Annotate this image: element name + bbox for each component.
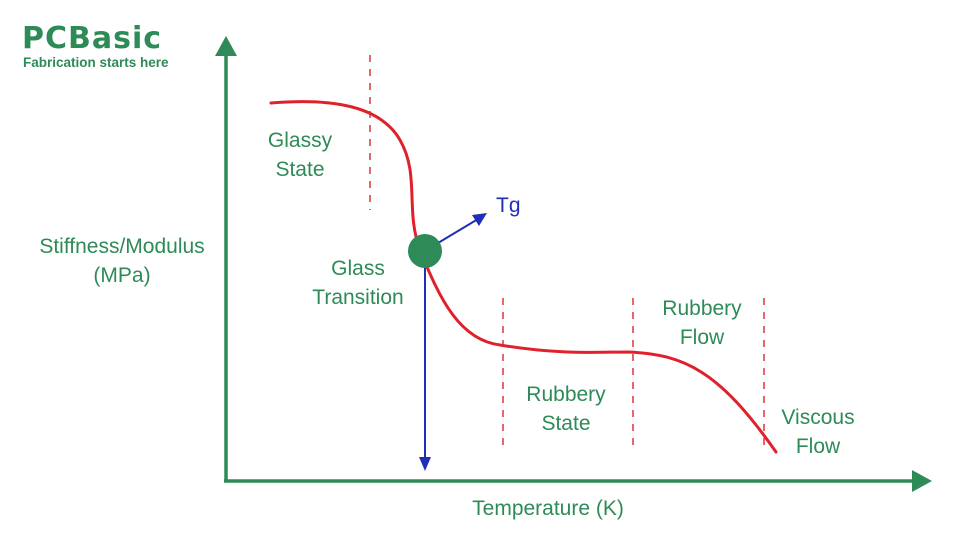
y-axis-label-line2: (MPa) (93, 264, 150, 287)
tg-drop-arrowhead (419, 457, 431, 471)
glass-transition-line1: Glass (331, 257, 385, 280)
logo-wordmark: PCBasic (22, 21, 162, 56)
x-axis-arrowhead (912, 470, 932, 492)
rubbery-flow-line1: Rubbery (662, 297, 742, 320)
rubbery-state-line1: Rubbery (526, 383, 606, 406)
label-viscous-flow: Viscous Flow (781, 406, 854, 458)
glassy-line1: Glassy (268, 129, 333, 152)
rubbery-flow-line2: Flow (680, 326, 725, 349)
rubbery-state-line2: State (541, 412, 590, 435)
label-glass-transition: Glass Transition (312, 257, 403, 309)
y-axis-arrowhead (215, 36, 237, 56)
viscous-flow-line1: Viscous (781, 406, 854, 429)
glassy-line2: State (275, 158, 324, 181)
tg-pointer-arrowhead (472, 213, 487, 226)
modulus-curve (269, 100, 778, 454)
tg-drop-arrow (419, 252, 431, 471)
axes (215, 36, 932, 492)
tg-label: Tg (496, 194, 521, 217)
y-axis-label: Stiffness/Modulus (MPa) (39, 235, 204, 287)
glass-transition-line2: Transition (312, 286, 403, 309)
logo-tagline: Fabrication starts here (23, 55, 169, 70)
pcbasic-logo: PCBasic Fabrication starts here (22, 21, 169, 70)
y-axis-label-line1: Stiffness/Modulus (39, 235, 204, 258)
tg-pointer-line (437, 218, 479, 244)
label-rubbery-state: Rubbery State (526, 383, 606, 435)
label-glassy-state: Glassy State (268, 129, 333, 181)
label-rubbery-flow: Rubbery Flow (662, 297, 742, 349)
tg-pointer-arrow (437, 213, 487, 244)
viscous-flow-line2: Flow (796, 435, 841, 458)
x-axis-label: Temperature (K) (472, 497, 624, 520)
tg-marker (408, 234, 442, 268)
region-dividers (369, 55, 765, 452)
